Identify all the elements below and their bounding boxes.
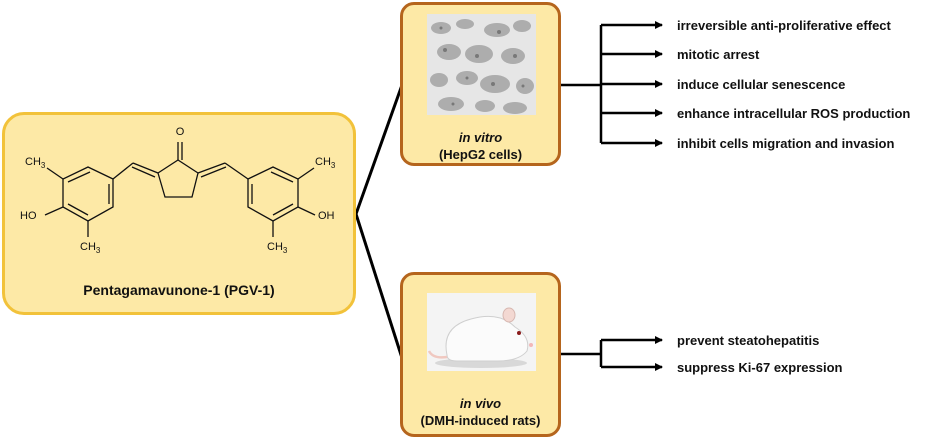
in-vitro-subtitle: (HepG2 cells) [438,147,523,162]
methyl-right-top: CH3 [315,156,336,170]
in-vivo-panel: in vivo (DMH-induced rats) [400,272,561,437]
methyl-right-bottom: CH3 [267,241,288,255]
hydroxyl-right: OH [318,210,335,222]
rat-photo-icon [427,293,536,371]
in-vitro-effect-5: inhibit cells migration and invasion [677,136,895,151]
in-vitro-panel: in vitro (HepG2 cells) [400,2,561,166]
in-vitro-effect-2: mitotic arrest [677,47,760,62]
in-vitro-effect-3: induce cellular senescence [677,77,846,92]
methyl-left-bottom: CH3 [80,241,101,255]
methyl-left-top: CH3 [25,156,46,170]
in-vitro-caption: in vitro (HepG2 cells) [403,129,558,163]
vivo-arrows [601,336,663,371]
link-to-in-vivo [354,213,404,359]
hydroxyl-left: HO [20,210,37,222]
vitro-arrows [601,21,663,147]
in-vivo-effect-2: suppress Ki-67 expression [677,360,843,375]
cell-micrograph-icon [427,14,536,115]
in-vivo-title: in vivo [459,396,502,411]
oxo-label: O [176,126,185,138]
compound-panel: O CH3 HO CH3 CH3 OH CH3 Pentagamavunone-… [2,112,356,315]
in-vivo-subtitle: (DMH-induced rats) [420,413,541,428]
compound-name: Pentagamavunone-1 (PGV-1) [83,282,275,298]
pgv1-structure-icon: O CH3 HO CH3 CH3 OH CH3 [20,126,336,255]
in-vitro-effect-4: enhance intracellular ROS production [677,106,911,121]
in-vitro-title: in vitro [458,130,503,145]
in-vitro-effect-1: irreversible anti-proliferative effect [677,18,891,33]
in-vivo-caption: in vivo (DMH-induced rats) [403,395,558,429]
link-to-in-vitro [354,84,404,215]
in-vivo-effect-1: prevent steatohepatitis [677,333,820,348]
